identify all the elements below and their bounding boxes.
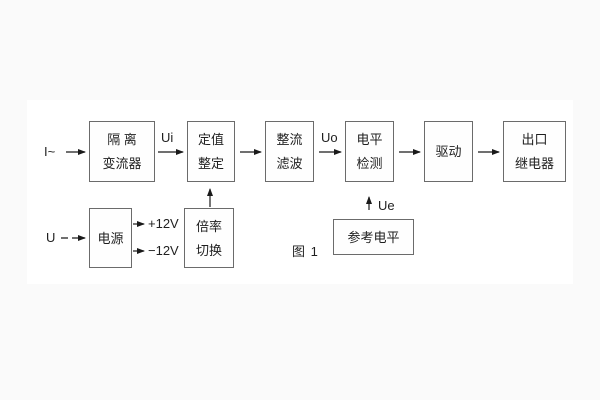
block-label-line: 驱动 bbox=[435, 144, 462, 159]
input-current-label: I~ bbox=[44, 144, 56, 159]
block-label-line: 整流 bbox=[276, 132, 303, 147]
signal-ui-label: Ui bbox=[161, 130, 174, 145]
block-setting-adjust: 定值 整定 bbox=[187, 121, 235, 182]
block-label-line: 参考电平 bbox=[347, 229, 400, 245]
rail-minus12-label: −12V bbox=[148, 243, 179, 258]
block-label-line: 电源 bbox=[97, 230, 124, 246]
block-rectifier-filter: 整流 滤波 bbox=[265, 121, 314, 182]
block-reference-level: 参考电平 bbox=[333, 219, 414, 255]
block-label-line: 继电器 bbox=[514, 156, 554, 171]
block-label-line: 滤波 bbox=[276, 156, 303, 171]
block-output-relay: 出口 继电器 bbox=[503, 121, 566, 182]
block-label-line: 定值 bbox=[197, 132, 224, 147]
block-label-line: 切换 bbox=[195, 242, 222, 258]
signal-uo-label: Uo bbox=[321, 130, 338, 145]
block-label-line: 变流器 bbox=[102, 156, 142, 171]
block-drive: 驱动 bbox=[424, 121, 473, 182]
block-level-detect: 电平 检测 bbox=[345, 121, 394, 182]
signal-ue-label: Ue bbox=[378, 198, 395, 213]
block-label-line: 出口 bbox=[521, 132, 548, 147]
block-label-line: 倍率 bbox=[195, 218, 222, 234]
block-label-line: 整定 bbox=[197, 156, 224, 171]
block-power-supply: 电源 bbox=[89, 208, 132, 268]
rail-plus12-label: +12V bbox=[148, 216, 179, 231]
block-label-line: 检测 bbox=[356, 156, 383, 171]
input-voltage-label: U bbox=[46, 230, 56, 245]
block-label-line: 电平 bbox=[356, 132, 383, 147]
block-ratio-switch: 倍率 切换 bbox=[184, 208, 234, 268]
figure-caption: 图 1 bbox=[292, 244, 319, 259]
block-isolation-transformer: 隔 离 变流器 bbox=[89, 121, 155, 182]
block-label-line: 隔 离 bbox=[107, 132, 137, 147]
